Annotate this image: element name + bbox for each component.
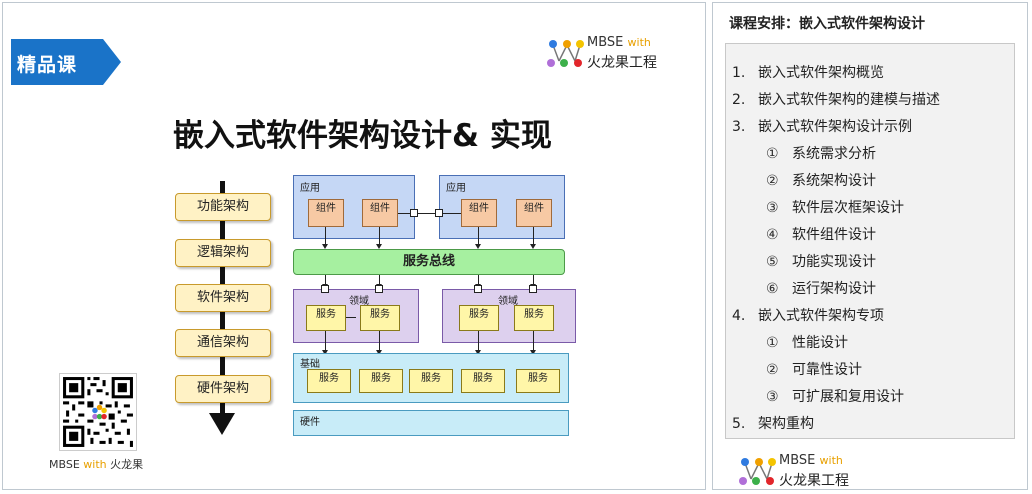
base-service-box: 服务 — [409, 369, 453, 393]
app-label-left: 应用 — [300, 183, 320, 194]
component-box: 组件 — [461, 199, 497, 227]
schedule-list: 1.嵌入式软件架构概览 2.嵌入式软件架构的建模与描述 3.嵌入式软件架构设计示… — [725, 43, 1015, 439]
schedule-item: 4.嵌入式软件架构专项 — [732, 308, 884, 324]
schedule-item: 5.架构重构 — [732, 416, 814, 432]
domain-label-right: 领域 — [498, 296, 518, 307]
connector-arrow — [322, 331, 328, 355]
service-bus: 服务总线 — [293, 249, 565, 275]
base-label: 基础 — [300, 359, 320, 370]
connector-arrow — [322, 227, 328, 249]
schedule-item: 2.嵌入式软件架构的建模与描述 — [732, 92, 940, 108]
connector-arrow — [376, 275, 382, 289]
service-link-line — [346, 317, 356, 318]
service-box: 服务 — [514, 305, 554, 331]
connector-arrow — [475, 331, 481, 355]
domain-port — [375, 285, 383, 293]
app-link-line — [398, 213, 410, 214]
component-box: 组件 — [362, 199, 398, 227]
base-service-box: 服务 — [516, 369, 560, 393]
domain-port — [321, 285, 329, 293]
qr-caption-with: with — [83, 458, 107, 471]
service-box: 服务 — [360, 305, 400, 331]
service-box: 服务 — [459, 305, 499, 331]
hardware-label: 硬件 — [300, 417, 320, 428]
qr-code-image — [59, 373, 137, 451]
left-slide-panel: 精品课 MBSE with 火龙果工程 嵌入式软件架构设计& 实现 功能架构 逻… — [2, 2, 706, 490]
connector-arrow — [530, 331, 536, 355]
connector-arrow — [376, 331, 382, 355]
ladder-item-function: 功能架构 — [175, 193, 271, 221]
service-box: 服务 — [306, 305, 346, 331]
app-port — [410, 209, 418, 217]
qr-caption-mbse: MBSE — [49, 458, 80, 471]
logo-nodes-icon — [547, 40, 584, 67]
base-service-box: 服务 — [359, 369, 403, 393]
logo-with-text: with — [819, 454, 843, 467]
base-service-box: 服务 — [461, 369, 505, 393]
connector-arrow — [475, 275, 481, 289]
ladder-item-hardware: 硬件架构 — [175, 375, 271, 403]
connector-arrow — [376, 227, 382, 249]
course-badge-shape — [11, 39, 121, 85]
qr-code-icon — [60, 374, 136, 450]
schedule-title: 课程安排：嵌入式软件架构设计 — [729, 16, 925, 32]
logo-brand-text: 火龙果工程 — [779, 473, 849, 489]
ladder-item-logic: 逻辑架构 — [175, 239, 271, 267]
connector-arrow — [475, 227, 481, 249]
app-port — [435, 209, 443, 217]
component-box: 组件 — [308, 199, 344, 227]
connector-arrow — [322, 275, 328, 289]
course-badge-label: 精品课 — [17, 54, 78, 76]
app-link-line — [443, 213, 461, 214]
connector-arrow — [530, 275, 536, 289]
slide-title: 嵌入式软件架构设计& 实现 — [173, 118, 552, 154]
app-link-line — [418, 213, 435, 214]
brand-logo-bottom: MBSE with 火龙果工程 — [739, 453, 849, 491]
logo-with-text: with — [627, 36, 651, 49]
logo-nodes-icon — [739, 458, 776, 485]
app-label-right: 应用 — [446, 183, 466, 194]
ladder-item-comm: 通信架构 — [175, 329, 271, 357]
logo-brand-text: 火龙果工程 — [587, 55, 657, 71]
logo-mbse-text: MBSE — [587, 35, 624, 50]
domain-port — [474, 285, 482, 293]
schedule-item: 1.嵌入式软件架构概览 — [732, 65, 884, 81]
brand-logo-top: MBSE with 火龙果工程 — [547, 35, 657, 73]
schedule-item: 3.嵌入式软件架构设计示例 — [732, 119, 912, 135]
base-service-box: 服务 — [307, 369, 351, 393]
domain-label-left: 领域 — [349, 296, 369, 307]
domain-port — [529, 285, 537, 293]
course-schedule-panel: 课程安排：嵌入式软件架构设计 1.嵌入式软件架构概览 2.嵌入式软件架构的建模与… — [712, 2, 1028, 490]
hardware-box — [293, 410, 569, 436]
ladder-arrow-head — [209, 413, 235, 435]
ladder-item-software: 软件架构 — [175, 284, 271, 312]
qr-caption-brand: 火龙果 — [110, 458, 144, 471]
component-box: 组件 — [516, 199, 552, 227]
logo-mbse-text: MBSE — [779, 453, 816, 468]
connector-arrow — [530, 227, 536, 249]
